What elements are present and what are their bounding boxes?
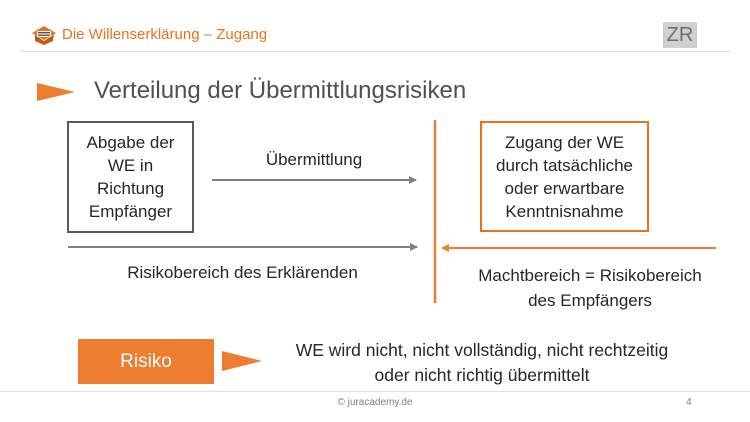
dispatch-line: WE in — [107, 156, 154, 175]
dispatch-line: Richtung — [96, 179, 165, 198]
risk-line: oder nicht richtig übermittelt — [374, 365, 590, 385]
page-number: 4 — [686, 397, 692, 408]
receipt-line: oder erwartbare — [504, 178, 625, 198]
title-arrow-icon — [37, 82, 75, 107]
risk-line: WE wird nicht, nicht vollständig, nicht … — [295, 340, 669, 360]
risk-description: WE wird nicht, nicht vollständig, nicht … — [252, 338, 712, 388]
receipt-line: Zugang der WE — [504, 132, 625, 152]
footer-divider — [0, 391, 750, 392]
sender-risk-label: Risikobereich des Erklärenden — [127, 263, 358, 282]
slide-title: Verteilung der Übermittlungsrisiken — [94, 77, 467, 104]
header-title: Die Willenserklärung – Zugang — [62, 26, 268, 43]
header-divider — [20, 51, 730, 52]
dispatch-line: Abgabe der — [86, 133, 175, 152]
risk-box: Risiko — [78, 339, 214, 384]
receipt-line: durch tatsächliche — [495, 155, 634, 175]
risk-arrow-icon — [222, 350, 262, 377]
recipient-risk-label: Machtbereich = Risikobereich des Empfäng… — [450, 263, 730, 313]
recipient-risk-line: Machtbereich = Risikobereich — [478, 266, 702, 285]
receipt-box: Zugang der WE durch tatsächliche oder er… — [480, 121, 649, 232]
dispatch-box: Abgabe der WE in Richtung Empfänger — [67, 121, 194, 233]
brand-logo-icon — [30, 20, 58, 46]
section-badge: ZR — [663, 22, 697, 48]
receipt-line: Kenntnisnahme — [505, 201, 624, 221]
dispatch-line: Empfänger — [88, 202, 173, 221]
transmission-label: Übermittlung — [265, 150, 363, 169]
recipient-risk-line: des Empfängers — [528, 291, 652, 310]
footer-copyright: © juracademy.de — [337, 397, 413, 408]
